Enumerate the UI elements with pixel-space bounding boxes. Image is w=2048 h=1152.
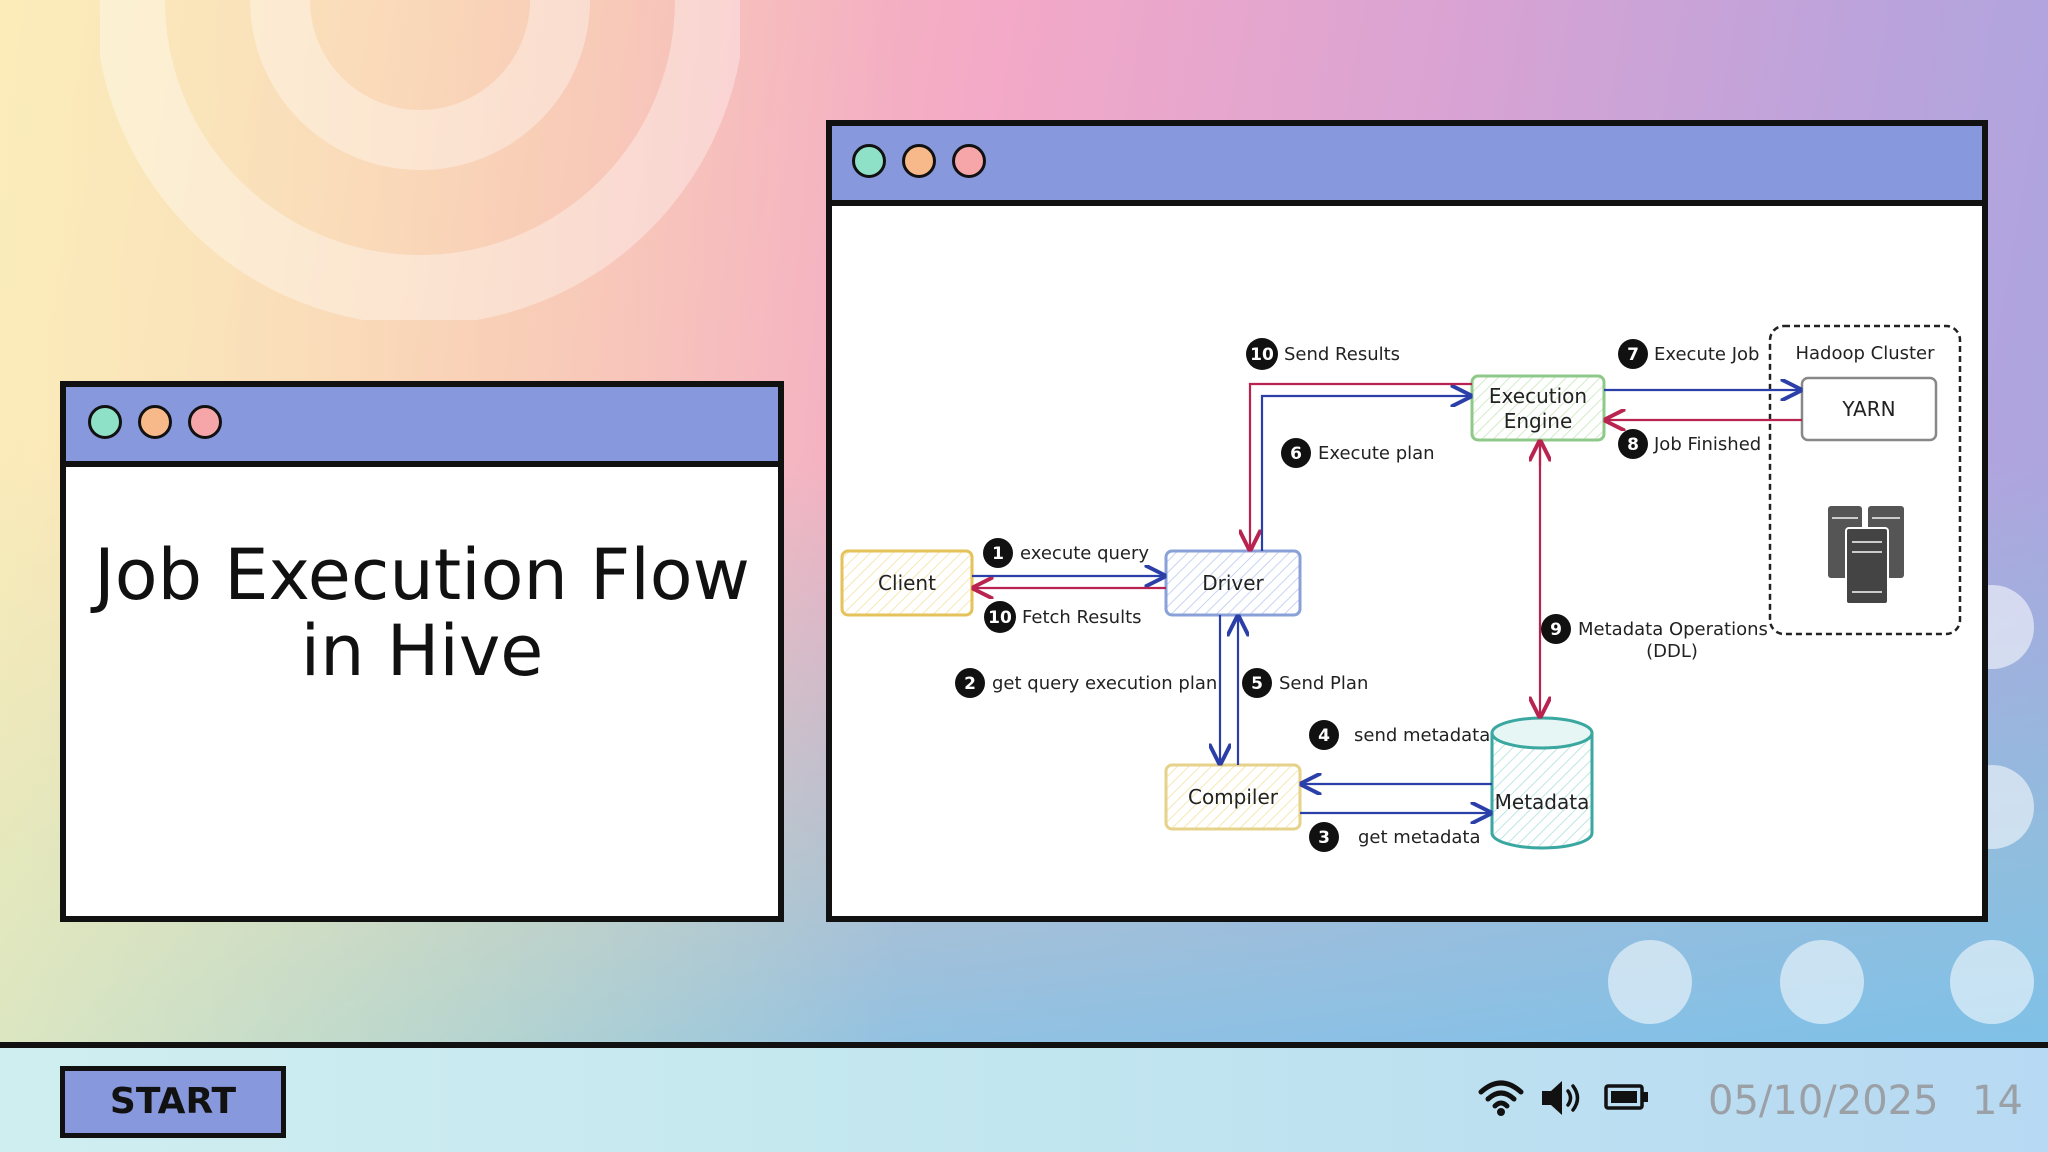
title-window[interactable]: Job Execution Flow in Hive bbox=[60, 381, 784, 922]
diagram-window[interactable]: Hadoop Cluster YARN Execution Engine bbox=[826, 120, 1988, 922]
step-1-label: execute query bbox=[1020, 543, 1149, 564]
yarn-node: YARN bbox=[1800, 376, 1938, 442]
compiler-node: Compiler bbox=[1164, 763, 1302, 831]
metadata-node: Metadata bbox=[1490, 716, 1594, 850]
speaker-icon[interactable] bbox=[1540, 1078, 1584, 1118]
step-10b-label: Fetch Results bbox=[1022, 607, 1142, 628]
step-2-label: get query execution plan bbox=[992, 673, 1217, 694]
hadoop-cluster-label: Hadoop Cluster bbox=[1795, 343, 1935, 364]
window-titlebar[interactable] bbox=[832, 126, 1982, 206]
step-1-number: 1 bbox=[992, 544, 1004, 564]
step-4-number: 4 bbox=[1318, 726, 1330, 746]
decorative-circle bbox=[1608, 940, 1692, 1024]
metadata-label: Metadata bbox=[1495, 790, 1590, 814]
battery-icon[interactable] bbox=[1604, 1078, 1650, 1118]
wifi-icon[interactable] bbox=[1478, 1078, 1524, 1118]
execution-engine-label-1: Execution bbox=[1489, 384, 1587, 408]
slide-number: 14 bbox=[1972, 1078, 2023, 1124]
arrow-send-results bbox=[1250, 382, 1472, 547]
step-10a: 10 Send Results bbox=[1246, 338, 1400, 370]
driver-label: Driver bbox=[1202, 571, 1264, 595]
window-minimize-dot[interactable] bbox=[138, 405, 172, 439]
step-8-number: 8 bbox=[1627, 435, 1639, 455]
execution-engine-node: Execution Engine bbox=[1470, 374, 1606, 442]
window-close-dot[interactable] bbox=[952, 144, 986, 178]
step-9: 9 Metadata Operations (DDL) bbox=[1541, 614, 1768, 662]
step-4: 4 send metadata bbox=[1309, 720, 1490, 750]
step-7: 7 Execute Job bbox=[1618, 339, 1759, 369]
step-4-label: send metadata bbox=[1354, 725, 1490, 746]
step-2: 2 get query execution plan bbox=[955, 668, 1217, 698]
step-10b: 10 Fetch Results bbox=[984, 601, 1142, 633]
step-10a-label: Send Results bbox=[1284, 344, 1400, 365]
server-icon bbox=[1828, 506, 1904, 605]
window-minimize-dot[interactable] bbox=[902, 144, 936, 178]
compiler-label: Compiler bbox=[1188, 785, 1279, 809]
step-5-number: 5 bbox=[1251, 674, 1263, 694]
step-3-number: 3 bbox=[1318, 828, 1330, 848]
execution-engine-label-2: Engine bbox=[1504, 409, 1573, 433]
client-node: Client bbox=[840, 549, 974, 617]
step-5-label: Send Plan bbox=[1279, 673, 1368, 694]
step-7-label: Execute Job bbox=[1654, 344, 1759, 365]
arrow-execute-plan bbox=[1260, 396, 1468, 551]
window-titlebar[interactable] bbox=[66, 387, 778, 467]
window-close-dot[interactable] bbox=[188, 405, 222, 439]
yarn-label: YARN bbox=[1841, 397, 1895, 421]
decorative-circle bbox=[1780, 940, 1864, 1024]
taskbar-date: 05/10/2025 bbox=[1708, 1078, 1939, 1124]
step-9-label-1: Metadata Operations bbox=[1578, 619, 1768, 640]
flow-arrows bbox=[972, 384, 1802, 813]
window-maximize-dot[interactable] bbox=[852, 144, 886, 178]
step-10a-number: 10 bbox=[1250, 345, 1274, 365]
step-8-label: Job Finished bbox=[1653, 434, 1761, 455]
driver-node: Driver bbox=[1164, 549, 1302, 617]
step-3-label: get metadata bbox=[1358, 827, 1481, 848]
step-2-number: 2 bbox=[964, 674, 976, 694]
step-6: 6 Execute plan bbox=[1281, 438, 1435, 468]
step-10b-number: 10 bbox=[988, 608, 1012, 628]
step-1: 1 execute query bbox=[983, 538, 1149, 568]
decorative-circle bbox=[1950, 940, 2034, 1024]
step-9-number: 9 bbox=[1550, 620, 1562, 640]
step-9-label-2: (DDL) bbox=[1646, 641, 1698, 662]
start-button[interactable]: START bbox=[60, 1066, 286, 1138]
decorative-rings bbox=[100, 0, 740, 320]
step-3: 3 get metadata bbox=[1309, 822, 1481, 852]
hadoop-cluster-group: Hadoop Cluster bbox=[1768, 324, 1962, 636]
taskbar: START 05/10/2025 14 bbox=[0, 1042, 2048, 1152]
client-label: Client bbox=[878, 571, 936, 595]
window-maximize-dot[interactable] bbox=[88, 405, 122, 439]
hive-flow-diagram: Hadoop Cluster YARN Execution Engine bbox=[840, 324, 1962, 852]
step-8: 8 Job Finished bbox=[1618, 429, 1761, 459]
step-6-label: Execute plan bbox=[1318, 443, 1435, 464]
step-7-number: 7 bbox=[1627, 345, 1639, 365]
slide-title: Job Execution Flow in Hive bbox=[94, 534, 750, 692]
step-6-number: 6 bbox=[1290, 444, 1302, 464]
step-5: 5 Send Plan bbox=[1242, 668, 1368, 698]
